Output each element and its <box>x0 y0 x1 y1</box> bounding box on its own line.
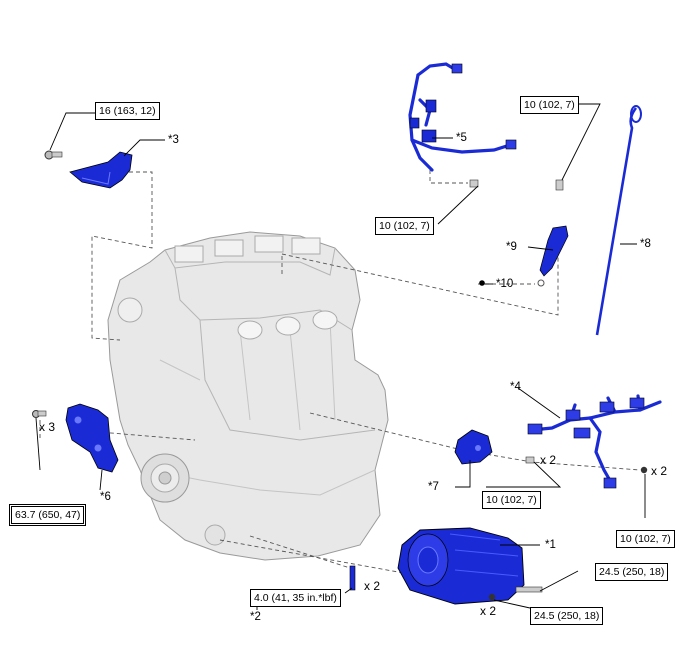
nut-icon <box>640 466 648 474</box>
torque-label-bracket-6: 63.7 (650, 47) <box>8 504 87 526</box>
wire-harness-5 <box>408 62 517 172</box>
part-label-4: *4 <box>510 381 521 393</box>
part-label-7: *7 <box>428 481 439 493</box>
part-label-8: *8 <box>640 238 651 250</box>
nut-icon <box>488 593 496 601</box>
part-label-6: *6 <box>100 491 111 503</box>
multiplier-bracket-6: x 3 <box>39 420 56 434</box>
torque-label-dipstick: 10 (102, 7) <box>520 96 579 114</box>
bracket-3 <box>44 150 133 189</box>
bolt-icon <box>525 456 535 464</box>
part-label-3: *3 <box>168 134 179 146</box>
bolt-icon <box>469 179 479 188</box>
part-label-9: *9 <box>506 241 517 253</box>
bolt-icon <box>555 179 564 191</box>
part-label-2: *2 <box>250 611 261 623</box>
torque-label-compressor-bolt: 24.5 (250, 18) <box>595 563 669 581</box>
multiplier-compressor-nut: x 2 <box>480 604 497 618</box>
wire-harness-4 <box>527 394 662 489</box>
torque-label-wire-5: 10 (102, 7) <box>375 217 434 235</box>
multiplier-wire-4: x 2 <box>651 464 668 478</box>
part-label-1: *1 <box>545 539 556 551</box>
non-reusable-part-dot <box>479 280 485 286</box>
multiplier-bracket-7: x 2 <box>540 453 557 467</box>
bracket-7 <box>454 429 493 465</box>
torque-label-bracket-3: 16 (163, 12) <box>95 102 160 120</box>
torque-label-compressor-nut: 24.5 (250, 18) <box>530 607 604 625</box>
torque-label-bracket-7: 10 (102, 7) <box>482 491 541 509</box>
bracket-6 <box>32 403 119 473</box>
part-label-10: *10 <box>496 278 514 290</box>
multiplier-stud: x 2 <box>364 579 381 593</box>
part-label-5: *5 <box>456 132 467 144</box>
torque-label-wire-4: 10 (102, 7) <box>616 530 675 548</box>
dipstick-guide-9 <box>537 225 569 287</box>
stud-bolt-2 <box>349 565 356 591</box>
compressor-1 <box>397 527 525 605</box>
torque-label-stud: 4.0 (41, 35 in.*lbf) <box>250 589 341 607</box>
engine-block <box>107 231 389 561</box>
bolt-icon <box>515 586 543 593</box>
oil-dipstick-8 <box>595 105 642 336</box>
leader-lines <box>35 103 646 610</box>
